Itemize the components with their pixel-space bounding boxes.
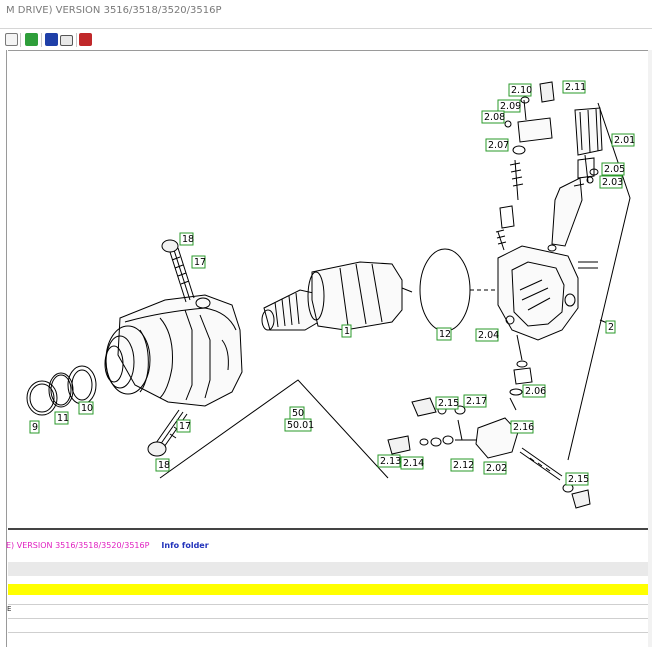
svg-text:12: 12 — [439, 329, 451, 340]
callout-2-09[interactable]: 2.09 — [497, 99, 521, 113]
toolbar-bottom-border — [8, 50, 648, 51]
svg-text:2.15: 2.15 — [438, 398, 459, 409]
svg-text:2.09: 2.09 — [500, 101, 521, 112]
print-icon[interactable] — [5, 33, 18, 46]
svg-text:11: 11 — [57, 413, 69, 424]
svg-text:18: 18 — [182, 234, 194, 245]
svg-text:2.13: 2.13 — [380, 456, 401, 467]
callout-2-02[interactable]: 2.02 — [483, 461, 507, 475]
callout-2-15-lower[interactable]: 2.15 — [565, 472, 589, 486]
svg-text:2.12: 2.12 — [453, 460, 474, 471]
toolbar — [0, 30, 652, 50]
svg-text:2.05: 2.05 — [604, 164, 625, 175]
window-title-bar: M DRIVE) VERSION 3516/3518/3520/3516P — [0, 0, 652, 24]
info-folder-link[interactable]: Info folder — [161, 541, 209, 550]
grid-icon[interactable] — [45, 33, 58, 46]
callout-2-16[interactable]: 2.16 — [510, 420, 534, 434]
refresh-icon[interactable] — [25, 33, 38, 46]
callout-50-01[interactable]: 50.01 — [284, 418, 314, 432]
footer-info-line: E) VERSION 3516/3518/3520/3516P Info fold… — [6, 541, 209, 550]
svg-text:50: 50 — [292, 408, 304, 419]
svg-text:17: 17 — [194, 257, 206, 268]
callout-2-04[interactable]: 2.04 — [475, 328, 499, 342]
list-header-row — [8, 562, 648, 576]
callout-9[interactable]: 9 — [29, 420, 40, 434]
svg-text:2.06: 2.06 — [525, 386, 546, 397]
callout-17-upper[interactable]: 17 — [191, 255, 206, 269]
callout-2-11[interactable]: 2.11 — [562, 80, 586, 94]
svg-text:2.14: 2.14 — [403, 458, 424, 469]
callout-2-07[interactable]: 2.07 — [485, 138, 509, 152]
svg-text:10: 10 — [81, 403, 93, 414]
callout-2-14[interactable]: 2.14 — [400, 456, 424, 470]
svg-text:2.07: 2.07 — [488, 140, 509, 151]
svg-text:2.17: 2.17 — [466, 396, 487, 407]
callout-1[interactable]: 1 — [341, 324, 352, 338]
toolbar-divider — [20, 33, 21, 47]
svg-text:18: 18 — [158, 460, 170, 471]
callout-2-10[interactable]: 2.10 — [508, 83, 532, 97]
callout-2-06[interactable]: 2.06 — [522, 384, 546, 398]
footer-version: E) VERSION 3516/3518/3520/3516P — [6, 541, 150, 550]
toolbar-divider — [41, 33, 42, 47]
callout-2-15-upper[interactable]: 2.15 — [435, 396, 459, 410]
toolbar-divider — [76, 33, 77, 47]
selected-row-highlight[interactable] — [8, 584, 648, 595]
export-icon[interactable] — [79, 33, 92, 46]
svg-text:17: 17 — [179, 421, 191, 432]
svg-text:1: 1 — [344, 326, 350, 337]
callout-50[interactable]: 50 — [289, 406, 305, 420]
svg-text:2.08: 2.08 — [484, 112, 505, 123]
row-marker: E — [7, 605, 12, 613]
callout-2-05[interactable]: 2.05 — [601, 162, 625, 176]
callout-2-12[interactable]: 2.12 — [450, 458, 474, 472]
callout-2[interactable]: 2 — [605, 320, 616, 334]
callout-2-08[interactable]: 2.08 — [481, 110, 505, 124]
title-separator — [0, 28, 652, 29]
row-divider — [8, 618, 648, 619]
eraser-icon[interactable] — [60, 35, 73, 46]
svg-text:9: 9 — [32, 422, 38, 433]
svg-text:2.02: 2.02 — [486, 463, 507, 474]
row-divider — [8, 632, 648, 633]
callout-2-03[interactable]: 2.03 — [599, 175, 623, 189]
exploded-parts-diagram: 2.10 2.11 2.09 2.08 2.01 2.07 2.05 2.03 … — [26, 80, 635, 509]
svg-text:2: 2 — [608, 322, 614, 333]
callout-18-upper[interactable]: 18 — [179, 232, 194, 246]
drawing-bottom-separator — [8, 528, 648, 530]
svg-text:2.11: 2.11 — [565, 82, 586, 93]
callout-10[interactable]: 10 — [78, 401, 94, 415]
callout-2-01[interactable]: 2.01 — [611, 133, 635, 147]
callout-2-13[interactable]: 2.13 — [377, 454, 401, 468]
callout-2-17[interactable]: 2.17 — [463, 394, 487, 408]
svg-text:2.16: 2.16 — [513, 422, 534, 433]
row-divider — [8, 604, 648, 605]
svg-text:2.03: 2.03 — [602, 177, 623, 188]
callout-18-lower[interactable]: 18 — [155, 458, 170, 472]
window-title: M DRIVE) VERSION 3516/3518/3520/3516P — [6, 5, 222, 16]
callout-12[interactable]: 12 — [436, 327, 452, 341]
svg-text:2.15: 2.15 — [568, 474, 589, 485]
svg-text:50.01: 50.01 — [287, 420, 314, 431]
svg-text:2.10: 2.10 — [511, 85, 532, 96]
callout-11[interactable]: 11 — [54, 411, 69, 425]
right-scroll-edge[interactable] — [648, 50, 652, 647]
svg-text:2.04: 2.04 — [478, 330, 499, 341]
callout-17-lower[interactable]: 17 — [176, 419, 191, 433]
left-frame-border — [6, 50, 7, 647]
svg-text:2.01: 2.01 — [614, 135, 635, 146]
